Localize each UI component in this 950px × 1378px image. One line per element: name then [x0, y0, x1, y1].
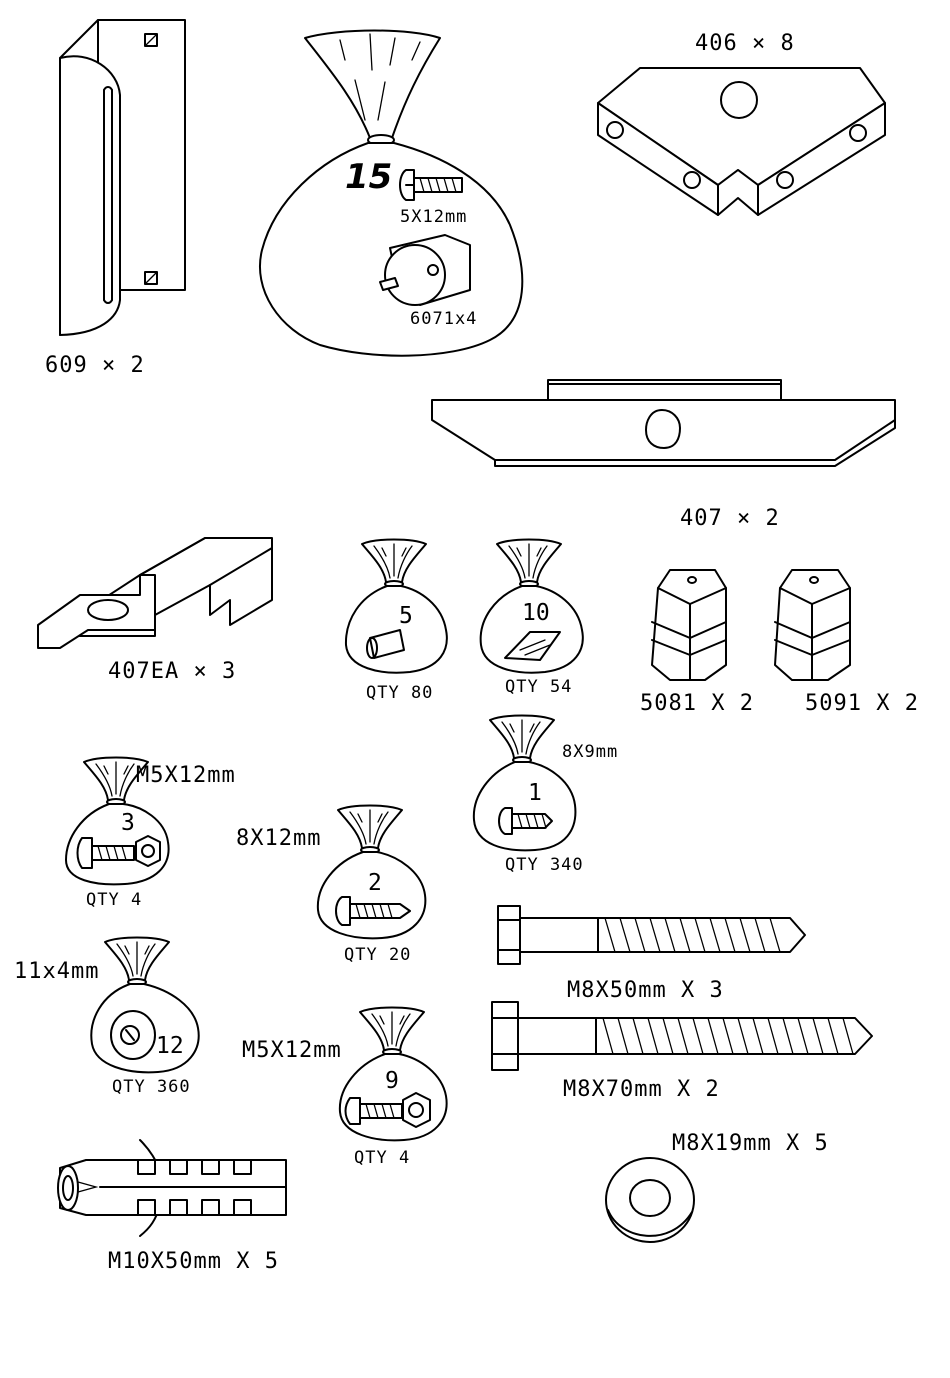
bag-2: 8X12mm 2 QTY 20 [236, 806, 425, 966]
bag-15-caster-label: 6071x4 [410, 309, 477, 329]
bag-5-qty: QTY 80 [366, 683, 433, 703]
part-5091-label: 5091 X 2 [805, 691, 919, 716]
part-609-label: 609 × 2 [45, 353, 145, 378]
part-5091-cap: 5091 X 2 [775, 570, 919, 716]
bag-2-qty: QTY 20 [344, 945, 411, 965]
bag-15: 15 5X12mm 6071x4 [260, 31, 522, 356]
bag-15-screw-label: 5X12mm [400, 207, 467, 227]
part-5081-cap: 5081 X 2 [640, 570, 754, 716]
bag-5: 5 QTY 80 [346, 540, 447, 704]
bag-10-qty: QTY 54 [505, 677, 572, 697]
anchor-m10x50: M10X50mm X 5 [58, 1140, 286, 1274]
anchor-m10x50-label: M10X50mm X 5 [108, 1249, 279, 1274]
bag-15-number: 15 [345, 157, 392, 197]
bolt-m8x70-label: M8X70mm X 2 [563, 1077, 720, 1102]
bag-1-qty: QTY 340 [505, 855, 584, 875]
bolt-m8x50: M8X50mm X 3 [498, 906, 805, 1003]
bag-5-number: 5 [399, 603, 413, 629]
bag-10: 10 QTY 54 [481, 540, 583, 698]
part-406-plate: 406 × 8 [598, 31, 885, 215]
bag-1: 8X9mm 1 QTY 340 [474, 716, 618, 876]
washer-m8x19: M8X19mm X 5 [606, 1131, 829, 1242]
bag-12-qty: QTY 360 [112, 1077, 191, 1097]
bag-3: M5X12mm 3 QTY 4 [66, 758, 236, 911]
part-406-label: 406 × 8 [695, 31, 795, 56]
bolt-m8x50-label: M8X50mm X 3 [567, 978, 724, 1003]
bag-3-size: M5X12mm [136, 763, 236, 788]
bag-1-size: 8X9mm [562, 742, 618, 762]
bag-10-number: 10 [522, 600, 550, 626]
washer-m8x19-label: M8X19mm X 5 [672, 1131, 829, 1156]
part-609-bracket: 609 × 2 [45, 20, 185, 378]
bag-3-number: 3 [121, 810, 135, 836]
bag-9-number: 9 [385, 1068, 399, 1094]
part-407ea-bracket: 407EA × 3 [38, 538, 272, 684]
part-407-label: 407 × 2 [680, 506, 780, 531]
bag-2-size: 8X12mm [236, 826, 321, 851]
bag-2-number: 2 [368, 870, 382, 896]
bag-1-number: 1 [528, 780, 542, 806]
part-407-plate: 407 × 2 [432, 380, 895, 531]
bolt-m8x70: M8X70mm X 2 [492, 1002, 872, 1102]
bag-12-size: 11x4mm [14, 959, 99, 984]
part-5081-label: 5081 X 2 [640, 691, 754, 716]
bag-3-qty: QTY 4 [86, 890, 142, 910]
bag-9-qty: QTY 4 [354, 1148, 410, 1168]
part-407ea-label: 407EA × 3 [108, 659, 236, 684]
bag-12-number: 12 [156, 1033, 184, 1059]
bag-9: M5X12mm 9 QTY 4 [242, 1008, 447, 1169]
bag-9-size: M5X12mm [242, 1038, 342, 1063]
bag-12: 11x4mm 12 QTY 360 [14, 938, 199, 1098]
